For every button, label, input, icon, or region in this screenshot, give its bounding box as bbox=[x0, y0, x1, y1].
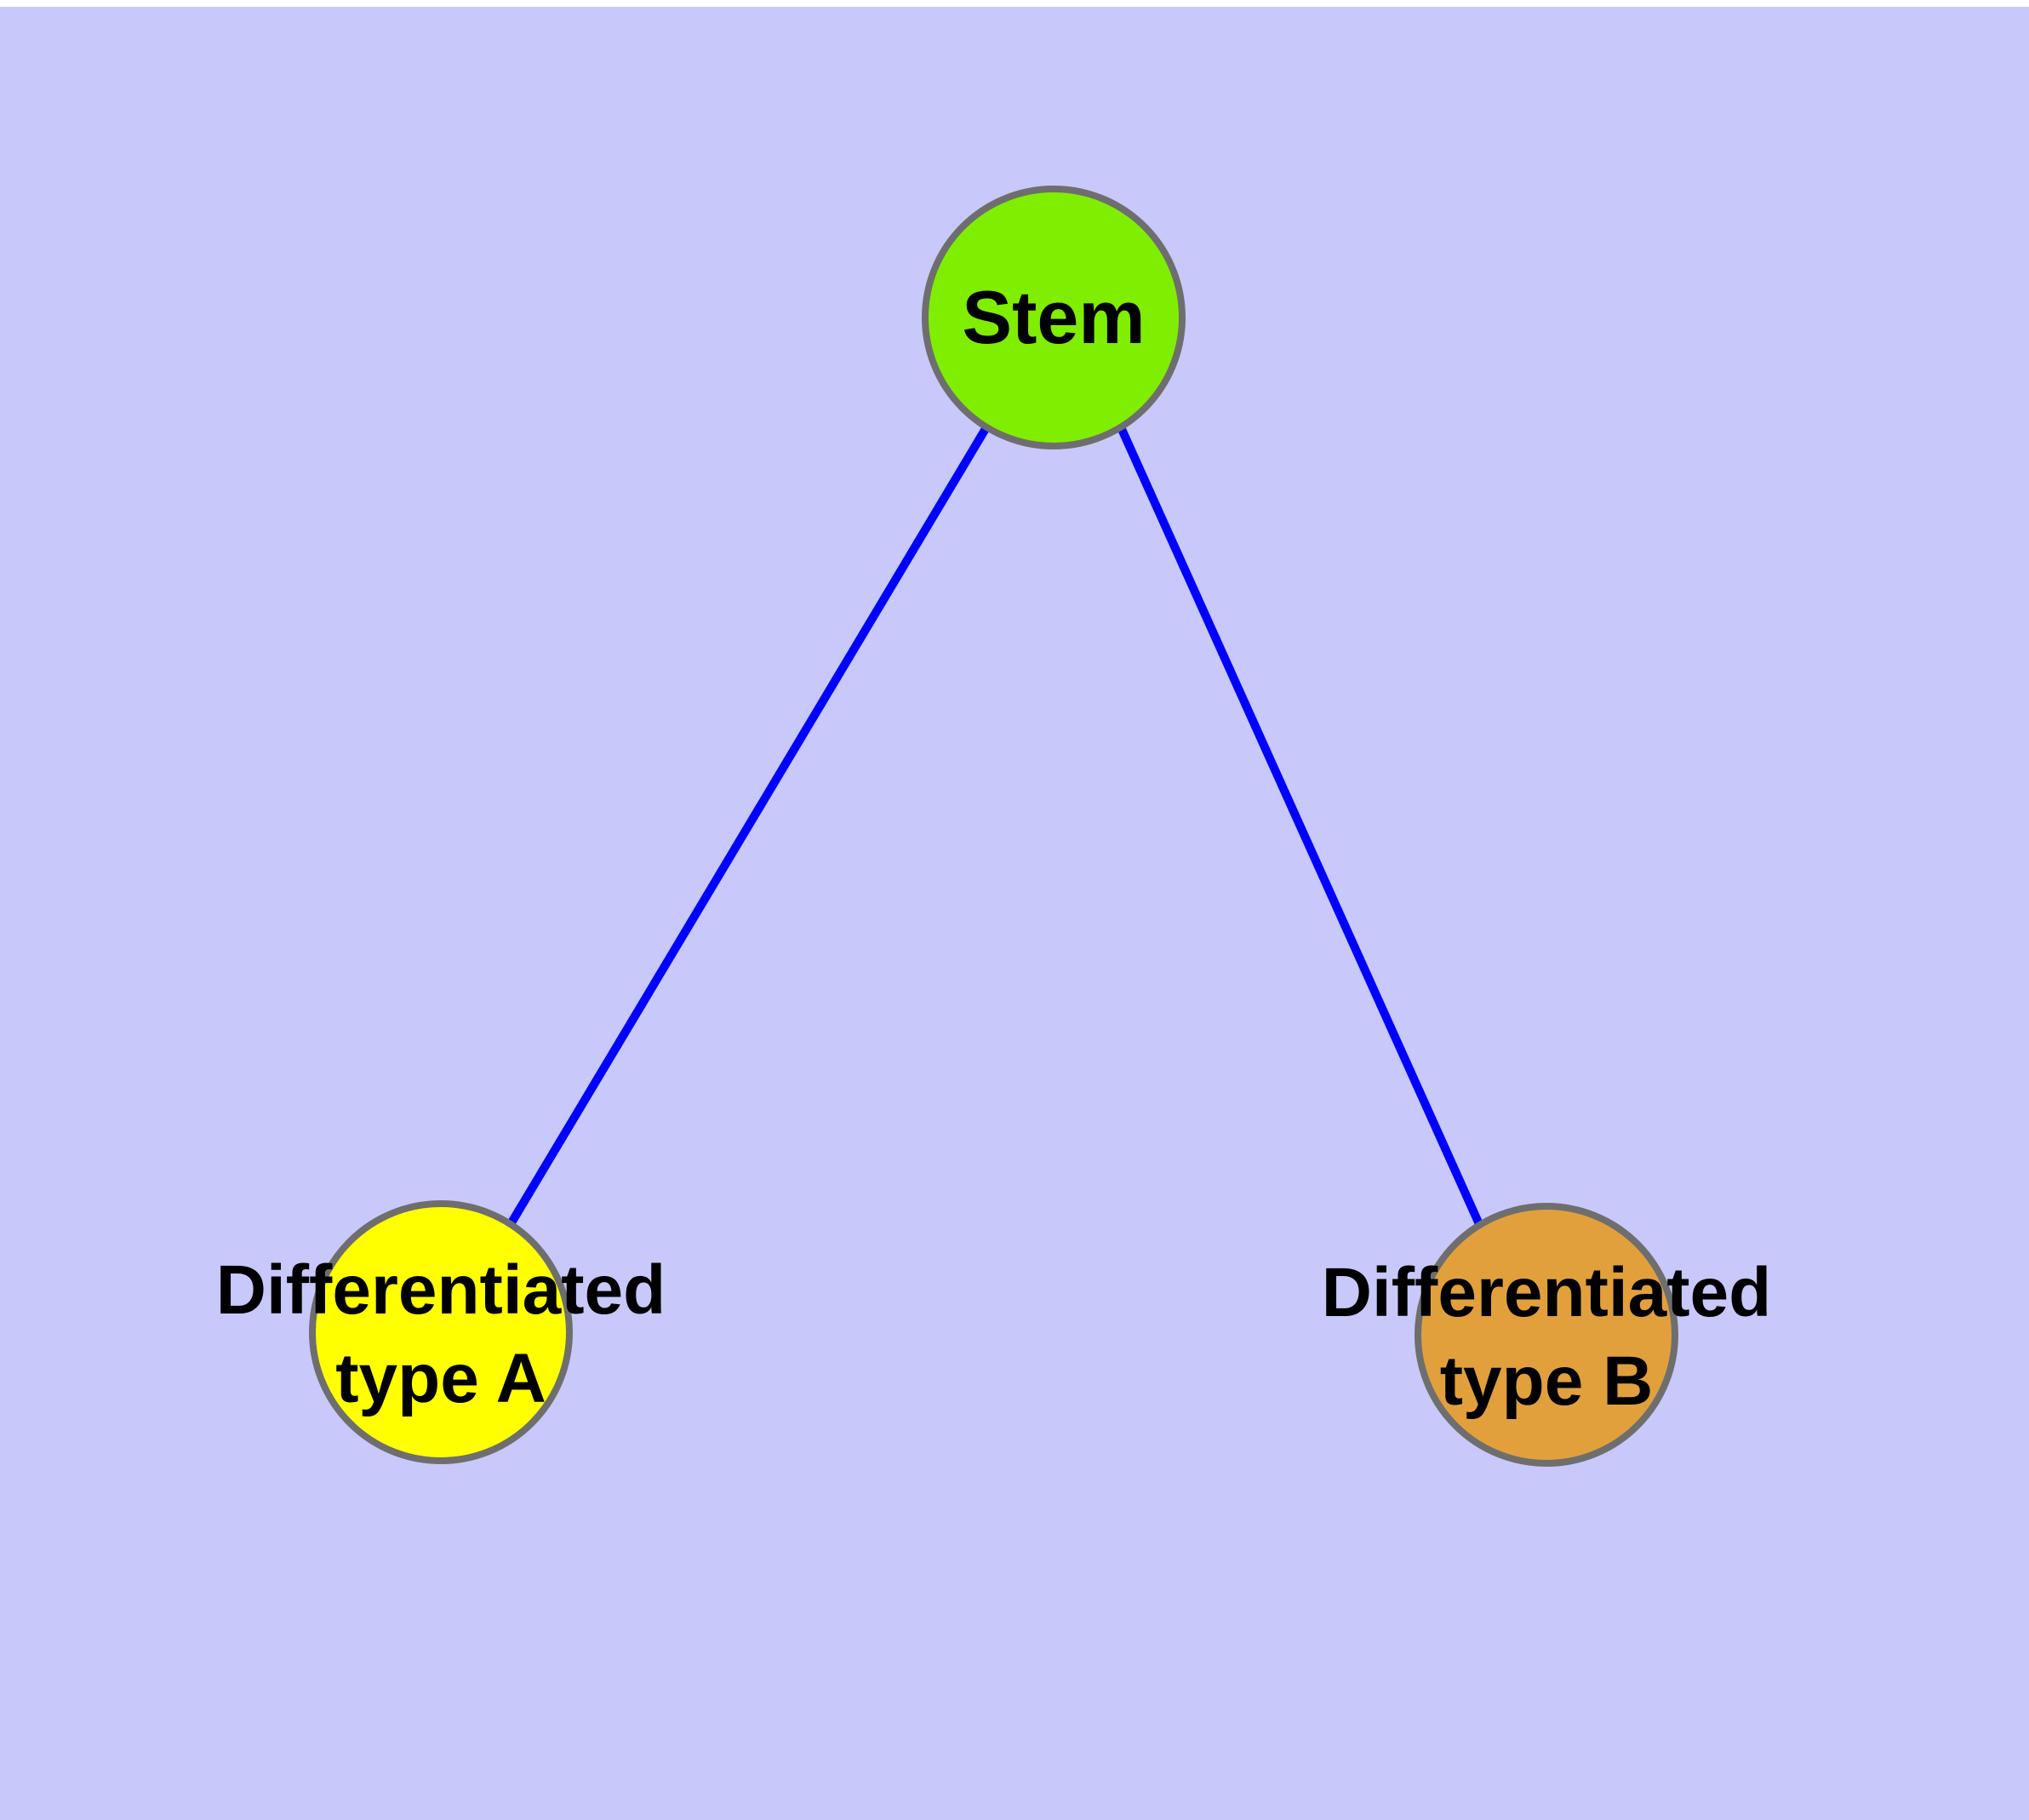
node-label-line: Differentiated bbox=[1322, 1254, 1772, 1331]
graph-node-diff_b[interactable]: Differentiated type B bbox=[1322, 1203, 1772, 1467]
graph-edge-stem-to-diff-b[interactable] bbox=[1117, 425, 1483, 1227]
node-circle-stem[interactable] bbox=[922, 186, 1186, 449]
graph-edge-stem-to-diff-a[interactable] bbox=[506, 425, 991, 1227]
node-label-stem: Stem bbox=[962, 275, 1145, 359]
node-label-diff_b: Differentiated type B bbox=[1322, 1254, 1772, 1420]
edges-layer bbox=[506, 425, 1483, 1227]
node-circle-diff_b[interactable] bbox=[1415, 1203, 1678, 1467]
node-circle-diff_a[interactable] bbox=[309, 1200, 573, 1464]
node-label-diff_a: Differentiated type A bbox=[216, 1251, 666, 1417]
node-label-line: Stem bbox=[962, 275, 1145, 359]
graph-node-diff_a[interactable]: Differentiated type A bbox=[216, 1200, 666, 1464]
node-label-line: Differentiated bbox=[216, 1251, 666, 1329]
node-label-line: type B bbox=[1440, 1342, 1654, 1420]
graph-node-stem[interactable]: Stem bbox=[922, 186, 1186, 449]
node-label-line: type A bbox=[335, 1340, 546, 1417]
